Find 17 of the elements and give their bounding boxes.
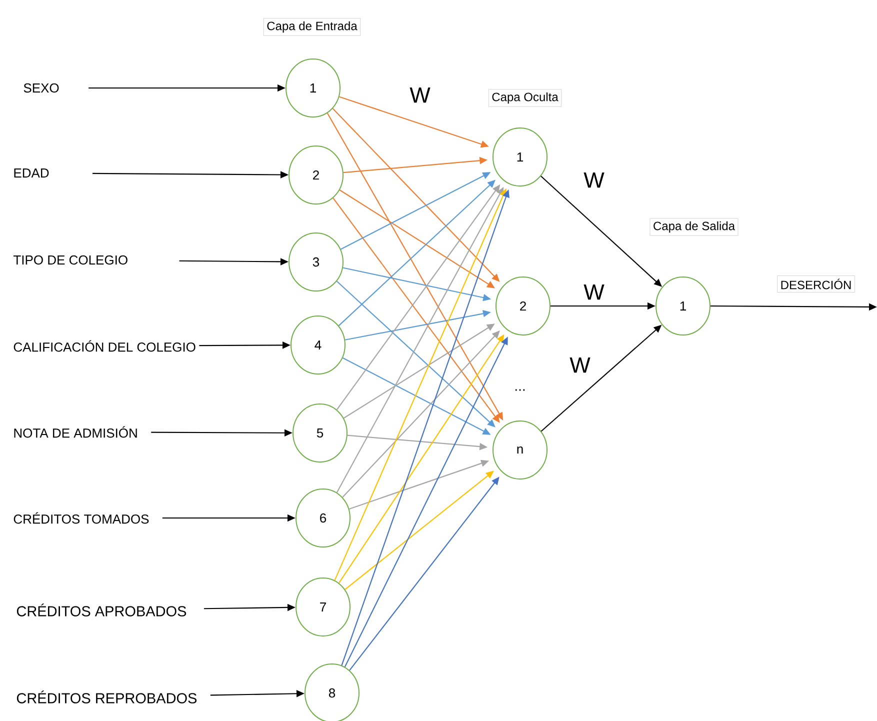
- input-label: CRÉDITOS REPROBADOS: [16, 690, 197, 704]
- layer-label-box: DESERCIÓN: [777, 276, 855, 292]
- input-label: EDAD: [14, 168, 49, 178]
- input-label: CALIFICACIÓN DEL COLEGIO: [14, 340, 196, 352]
- input-label: SEXO: [24, 83, 59, 93]
- weight-label: W: [584, 172, 604, 188]
- input-label: NOTA DE ADMISIÓN: [14, 426, 137, 438]
- layer-label-box: Capa de Salida: [650, 218, 738, 236]
- input-label: CRÉDITOS APROBADOS: [16, 604, 186, 616]
- weight-label: W: [584, 284, 604, 300]
- weight-label: ...: [515, 389, 525, 391]
- input-label: TIPO DE COLEGIO: [14, 255, 128, 265]
- layer-label-box: Capa Oculta: [488, 89, 562, 107]
- weight-label: W: [570, 357, 590, 373]
- layer-label-box: Capa de Entrada: [263, 18, 361, 36]
- weight-label: W: [410, 87, 430, 103]
- input-label: CRÉDITOS TOMADOS: [14, 512, 149, 524]
